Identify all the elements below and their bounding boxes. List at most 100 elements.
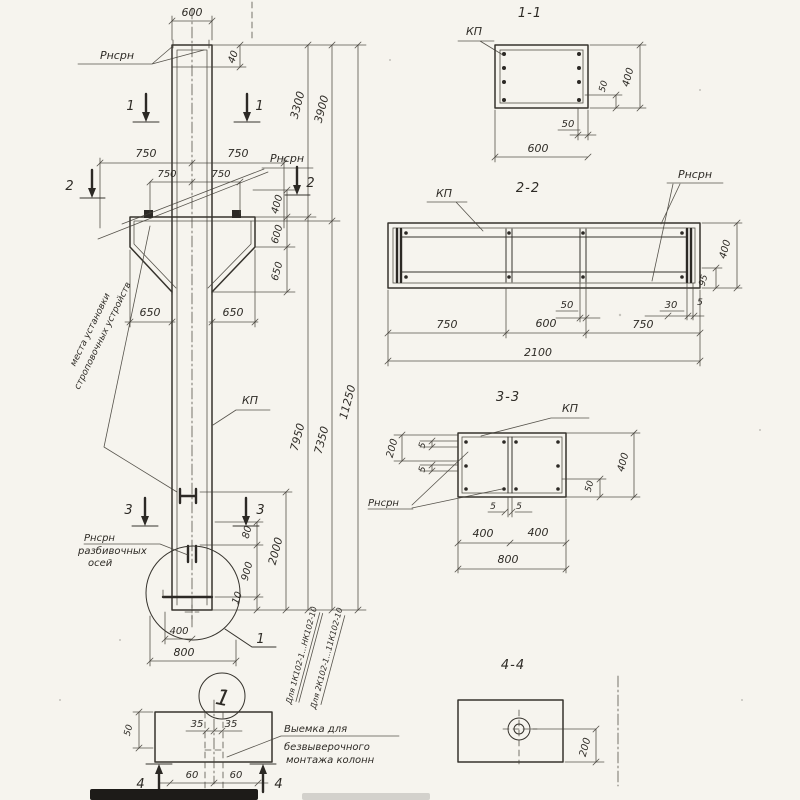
dim-label-4-4-200: 200 [578,737,594,758]
strop-places-label: места установки строповочных устройств [69,281,134,392]
dim-label-3-3-200: 200 [385,438,401,459]
rebar-dots [502,52,581,102]
dim-label-3-3-400-right: 400 [528,526,549,539]
dim-label-2-2-400: 400 [718,239,734,260]
dim-label-35-right: 35 [225,719,238,730]
detail-1-view: 35 35 60 60 50 4 4 Выемка для безвывероч… [123,699,400,794]
riski-label-2-2: Рнсрн [678,168,712,181]
dim-label-3-3-800: 800 [498,553,519,566]
dim-label-2-2-750-left: 750 [437,318,458,331]
dim-label-2-2-50: 50 [561,300,574,311]
dim-label-3300: 3300 [288,90,308,120]
dim-label-2-2-600: 600 [536,317,557,330]
dim-label-3-3-5c: 5 [490,502,496,512]
dim-label-7950: 7950 [288,422,308,452]
dim-label-10: 10 [230,590,245,606]
dim-label-3-3-5b: 5 [417,465,428,473]
section-marker-1-right: 1 [233,92,264,123]
layout-axes-label: Рнсрн разбивочных осей [77,533,147,569]
lifting-loop-mark [178,487,198,505]
dim-label-2000: 2000 [266,536,286,566]
dim-label-750-outer-right: 750 [228,147,249,160]
svg-text:монтажа колонн: монтажа колонн [286,755,375,766]
svg-text:безвыверочного: безвыверочного [284,741,370,753]
axis-risk-marks [186,544,198,564]
section-marker-3-left: 3 [124,496,159,527]
section-3-3: 3-3 КП Рнсрн 200 5 5 400 50 5 5 400 400 … [367,390,641,574]
riski-label-3-3: Рнсрн [368,498,399,509]
section-marker-3-right: 3 [232,496,265,527]
dim-label-1-1-50h: 50 [562,119,575,130]
section-1-1: 1-1 КП 400 50 50 600 [457,6,647,163]
section-2-2-title: 2-2 [516,181,540,196]
dim-label-60-left: 60 [186,770,199,781]
column-elevation [129,1,277,648]
svg-text:1: 1 [255,99,264,114]
main-dimensions [96,17,362,665]
dim-label-400-bottom: 400 [169,626,188,637]
section-marker-2-left: 2 [65,168,106,199]
section-marker-4-left: 4 [136,763,173,794]
dim-label-750-outer-left: 750 [136,147,157,160]
dim-label-3-3-5d: 5 [516,502,522,512]
svg-text:разбивочных: разбивочных [77,545,147,557]
svg-text:Рнсрн: Рнсрн [84,533,115,544]
dim-label-2-2-95: 95 [698,273,711,287]
section-2-2: 2-2 КП Рнсрн 400 95 30 5 50 750 600 750 … [384,168,743,367]
dim-label-60-right: 60 [230,770,243,781]
svg-text:осей: осей [88,558,113,569]
svg-text:2: 2 [65,179,74,194]
kp-label-main: КП [242,394,258,407]
kp-label-2-2: КП [436,187,452,200]
dim-label-3-3-50: 50 [584,479,597,493]
detail-callout-circle [145,545,241,641]
recess-note: Выемка для безвыверочного монтажа колонн [284,724,375,766]
dim-label-600-side: 600 [270,224,286,245]
detail-number-circle: 1 [198,672,246,720]
dim-label-800-bottom: 800 [174,646,195,659]
kp-label-3-3: КП [562,402,578,415]
dim-label-35-left: 35 [191,719,204,730]
section-marker-4-right: 4 [249,763,283,794]
svg-text:2: 2 [306,176,315,191]
dim-label-650-side: 650 [270,261,286,282]
section-marker-1-left: 1 [126,92,160,123]
kp-label-1-1: КП [466,25,482,38]
dim-label-40: 40 [226,49,241,65]
dim-label-2-2-750-right: 750 [633,318,654,331]
svg-text:3: 3 [256,503,265,518]
dim-label-3-3-400v: 400 [616,452,632,473]
dim-label-1-1-50v: 50 [598,79,611,93]
dim-label-7350: 7350 [312,425,332,455]
dim-label-600-top: 600 [182,6,203,19]
dim-label-80: 80 [241,525,255,540]
section-3-3-title: 3-3 [496,390,520,405]
section-1-1-title: 1-1 [518,6,542,21]
section-4-4: 4-4 200 [457,658,619,787]
section-4-4-title: 4-4 [501,658,525,673]
dim-label-900: 900 [240,561,256,582]
detail-ref-numeral: 1 [256,632,265,647]
scan-artifacts [59,59,761,800]
dim-label-650-left: 650 [140,306,161,319]
dim-label-3900: 3900 [312,94,332,124]
strop-bolt-right [232,210,241,218]
dim-label-2-2-30: 30 [665,300,678,311]
svg-text:3: 3 [124,503,133,518]
riski-label-mid: Рнсрн [270,152,304,165]
svg-text:1: 1 [126,99,135,114]
dim-label-750-inner-right: 750 [211,169,230,180]
svg-text:4: 4 [274,777,283,792]
riski-label-top: Рнсрн [100,49,134,62]
dim-label-1-1-600: 600 [528,142,549,155]
dim-label-2-2-2100: 2100 [524,346,552,359]
dim-label-3-3-400-left: 400 [473,527,494,540]
dim-label-750-inner-left: 750 [157,169,176,180]
section-marker-2-right: 2 [284,165,315,196]
dim-label-3-3-5a: 5 [417,441,428,449]
dim-label-1-1-400: 400 [621,67,637,88]
dim-label-650-right: 650 [223,306,244,319]
dim-label-detail-50: 50 [123,723,136,737]
